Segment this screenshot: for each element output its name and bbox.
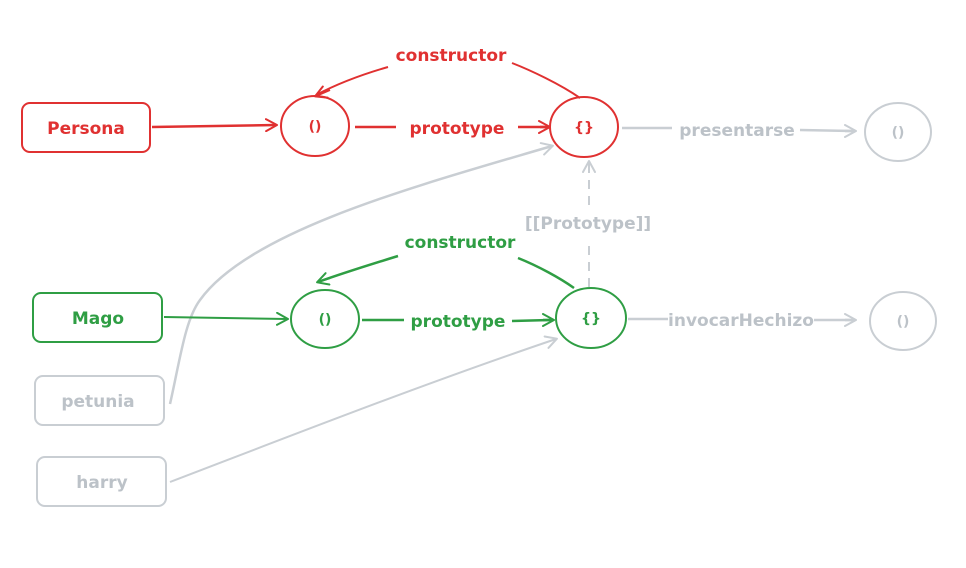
- edge-harry-to-mago-proto: [169, 335, 558, 483]
- harry-box[interactable]: [36, 456, 167, 507]
- harry-label: harry: [76, 473, 127, 493]
- presentarse-function-node[interactable]: [864, 102, 932, 162]
- mago-prototype-node[interactable]: [555, 287, 627, 349]
- persona-prototype-node[interactable]: [549, 96, 619, 158]
- mago-constructor-label: constructor: [405, 233, 516, 253]
- invocar-hechizo-function-symbol: (): [897, 314, 910, 330]
- edge-petunia-to-persona-proto: [168, 142, 554, 405]
- mago-label: Mago: [72, 309, 124, 329]
- persona-constructor-label: constructor: [396, 46, 507, 66]
- petunia-label: petunia: [61, 392, 134, 412]
- edge-mago-to-fn: [163, 311, 289, 326]
- mago-function-node[interactable]: [290, 289, 360, 349]
- persona-box[interactable]: [21, 102, 151, 153]
- mago-function-symbol: (): [319, 312, 332, 328]
- invocar-hechizo-label: invocarHechizo: [668, 311, 814, 331]
- presentarse-function-symbol: (): [892, 125, 905, 141]
- edge-presentarse: [622, 126, 853, 133]
- persona-label: Persona: [47, 119, 125, 139]
- persona-prototype-symbol: {}: [574, 120, 594, 136]
- persona-prototype-label: prototype: [410, 119, 505, 139]
- edge-mago-constructor: [317, 254, 575, 290]
- edge-persona-to-fn: [151, 118, 278, 133]
- mago-prototype-symbol: {}: [581, 311, 601, 327]
- proto-link-label: [[Prototype]]: [525, 214, 651, 234]
- presentarse-label: presentarse: [679, 121, 794, 141]
- mago-box[interactable]: [32, 292, 163, 343]
- invocar-hechizo-function-node[interactable]: [869, 291, 937, 351]
- persona-function-symbol: (): [309, 119, 322, 135]
- edge-persona-constructor: [315, 62, 581, 99]
- petunia-box[interactable]: [34, 375, 165, 426]
- mago-prototype-label: prototype: [411, 312, 506, 332]
